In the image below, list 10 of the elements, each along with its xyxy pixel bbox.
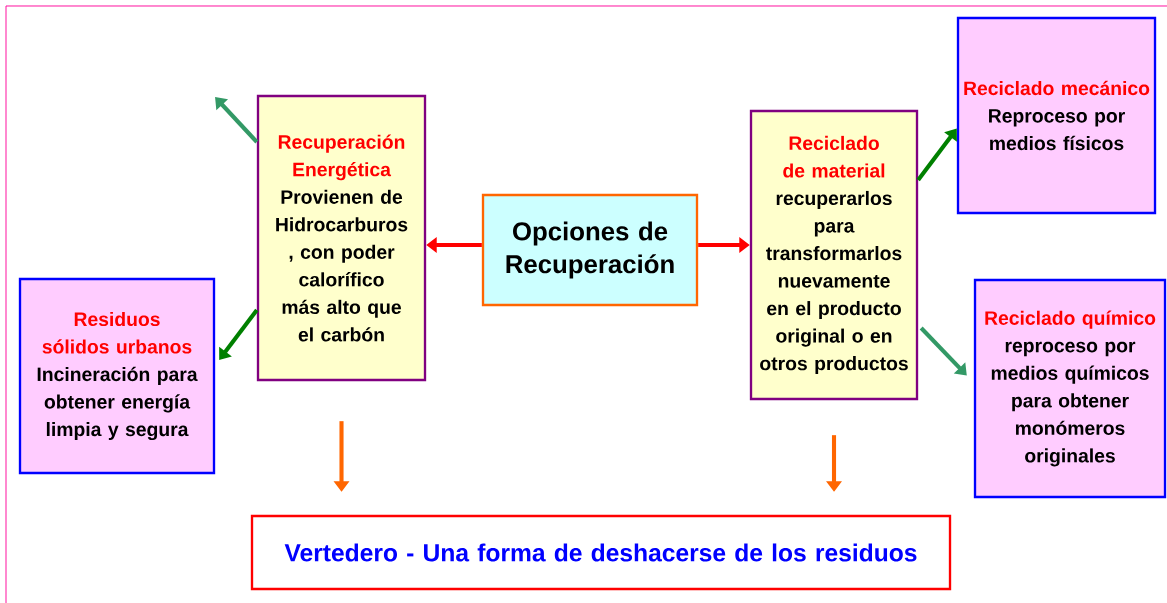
arrow <box>919 326 967 376</box>
landfill-box: Vertedero - Una forma de deshacerse de los residuos <box>250 514 952 591</box>
process-box: Reciclado de material recuperarlos para transformarlos nuevamente en el producto original o en otros productos <box>749 109 919 401</box>
result-box: Residuos sólidos urbanos Incineración para obtener energía limpia y segura <box>18 277 216 475</box>
process-box: Recuperación Energética Provienen de Hidrocarburos , con poder calorífico más alto que el carbón <box>256 94 427 382</box>
option-box: Opciones de Recuperación <box>481 193 699 307</box>
result-box: Reciclado mecánico Reproceso por medios físicos <box>956 16 1157 215</box>
arrow <box>215 97 259 144</box>
arrow <box>219 308 259 360</box>
result-box: Reciclado químico reproceso por medios químicos para obtener monómeros originales <box>973 278 1167 499</box>
